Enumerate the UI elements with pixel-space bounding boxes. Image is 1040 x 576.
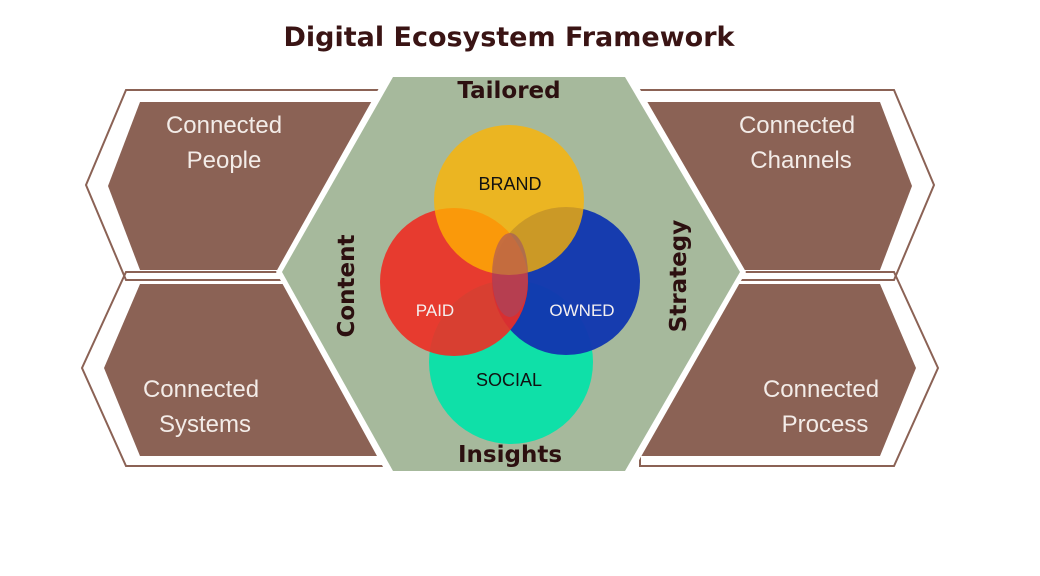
panel-label-line1: Connected (166, 112, 282, 139)
center-label-right: Strategy (666, 220, 692, 332)
panel-label-line1: Connected (143, 376, 259, 403)
panel-label-line2: People (187, 147, 262, 174)
center-label-bottom: Insights (458, 442, 562, 468)
diagram-title: Digital Ecosystem Framework (284, 22, 736, 53)
venn-label-paid: PAID (416, 301, 454, 320)
venn-center-overlap (492, 233, 528, 317)
center-label-left: Content (334, 234, 360, 337)
venn-label-social: SOCIAL (476, 370, 542, 390)
panel-label-line1: Connected (739, 112, 855, 139)
venn-diagram: BRAND PAID OWNED SOCIAL (380, 125, 640, 444)
venn-circle-brand (434, 125, 584, 275)
panel-label-line1: Connected (763, 376, 879, 403)
center-label-top: Tailored (457, 78, 560, 104)
panel-outline (84, 89, 401, 281)
venn-label-owned: OWNED (549, 301, 614, 320)
panel-label-line2: Process (782, 411, 869, 438)
venn-label-brand: BRAND (478, 174, 541, 194)
panel-label-line2: Systems (159, 411, 251, 438)
panel-label-line2: Channels (750, 147, 851, 174)
